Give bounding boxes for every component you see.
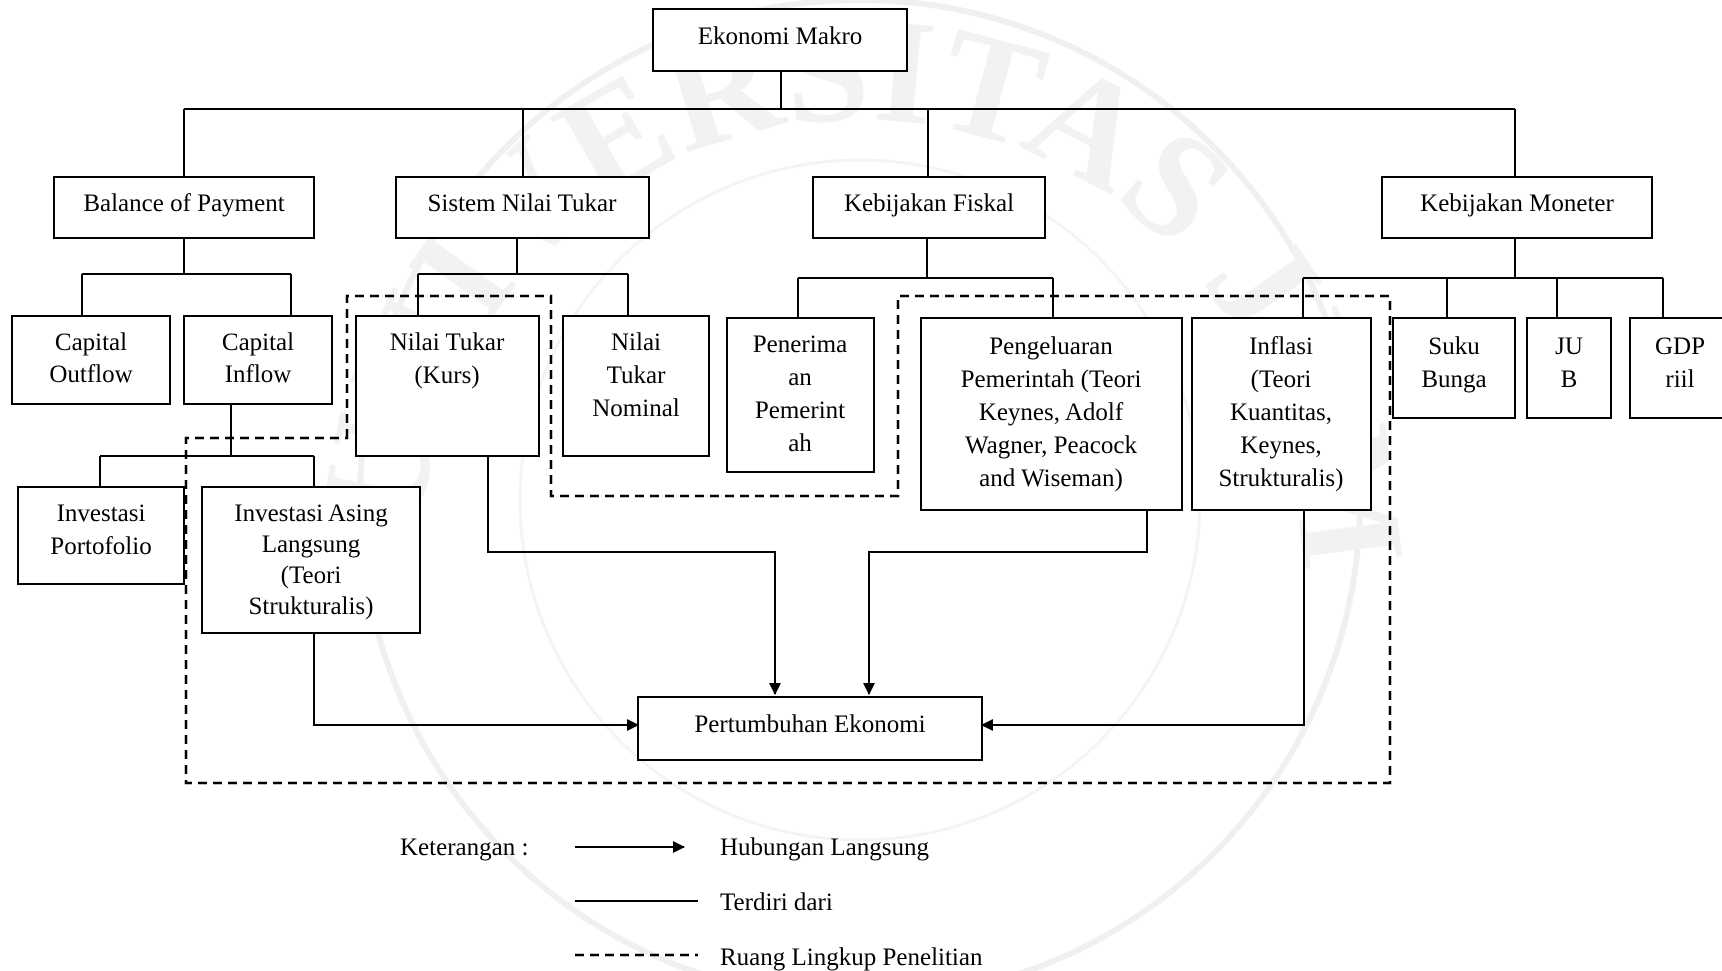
svg-text:Inflow: Inflow <box>225 361 292 388</box>
svg-text:(Teori: (Teori <box>1251 366 1312 393</box>
tree-connectors <box>81 72 1664 487</box>
svg-text:Investasi: Investasi <box>57 500 146 527</box>
svg-text:Nilai: Nilai <box>611 329 661 356</box>
node-nilai-tukar-kurs: Nilai Tukar (Kurs) <box>355 315 540 457</box>
direct-relationship-arrows <box>313 456 1305 731</box>
node-kebijakan-fiskal: Kebijakan Fiskal <box>812 176 1046 239</box>
node-gdp-riil: GDP riil <box>1629 317 1722 419</box>
svg-text:ah: ah <box>788 430 812 457</box>
legend-scope-label: Ruang Lingkup Penelitian <box>720 944 983 971</box>
node-suku-bunga: Suku Bunga <box>1392 317 1516 419</box>
legend-consists-label: Terdiri dari <box>720 889 833 916</box>
svg-text:Balance of Payment: Balance of Payment <box>83 190 284 217</box>
svg-text:Capital: Capital <box>222 329 294 356</box>
node-ekonomi-makro: Ekonomi Makro <box>652 8 908 72</box>
svg-text:Wagner, Peacock: Wagner, Peacock <box>965 432 1137 459</box>
svg-text:Outflow: Outflow <box>49 361 132 388</box>
node-pertumbuhan-ekonomi: Pertumbuhan Ekonomi <box>637 696 983 761</box>
node-capital-inflow: Capital Inflow <box>183 315 333 405</box>
svg-text:Portofolio: Portofolio <box>50 533 151 560</box>
svg-text:Keynes,: Keynes, <box>1240 432 1321 459</box>
svg-text:Suku: Suku <box>1428 333 1480 360</box>
svg-text:Kebijakan Moneter: Kebijakan Moneter <box>1420 190 1614 217</box>
legend-direct-label: Hubungan Langsung <box>720 834 929 861</box>
svg-text:Strukturalis): Strukturalis) <box>1219 465 1344 492</box>
node-balance-of-payment: Balance of Payment <box>53 176 315 239</box>
svg-text:an: an <box>788 364 812 391</box>
node-penerimaan-pemerintah: Penerima an Pemerint ah <box>726 317 875 473</box>
svg-text:Pemerintah (Teori: Pemerintah (Teori <box>961 366 1142 393</box>
svg-text:Kuantitas,: Kuantitas, <box>1230 399 1332 426</box>
svg-text:Langsung: Langsung <box>262 531 361 558</box>
node-pengeluaran-pemerintah: Pengeluaran Pemerintah (Teori Keynes, Ad… <box>920 317 1183 511</box>
svg-text:Nominal: Nominal <box>592 395 680 422</box>
svg-text:Pemerint: Pemerint <box>755 397 845 424</box>
svg-text:Nilai Tukar: Nilai Tukar <box>390 329 505 356</box>
svg-text:Investasi Asing: Investasi Asing <box>234 500 388 527</box>
svg-text:riil: riil <box>1665 366 1694 393</box>
svg-text:GDP: GDP <box>1655 333 1705 360</box>
svg-text:Capital: Capital <box>55 329 127 356</box>
svg-text:Keynes, Adolf: Keynes, Adolf <box>979 399 1124 426</box>
svg-text:(Kurs): (Kurs) <box>414 362 479 389</box>
node-jub: JU B <box>1526 317 1612 419</box>
research-scope-outline <box>184 294 1392 785</box>
node-investasi-portofolio: Investasi Portofolio <box>17 486 185 585</box>
svg-text:Tukar: Tukar <box>607 362 666 389</box>
svg-text:and Wiseman): and Wiseman) <box>979 465 1123 492</box>
svg-text:Pertumbuhan Ekonomi: Pertumbuhan Ekonomi <box>694 711 925 738</box>
node-nilai-tukar-nominal: Nilai Tukar Nominal <box>562 315 710 457</box>
legend: Keterangan : Hubungan Langsung Terdiri d… <box>400 834 983 971</box>
svg-text:Sistem Nilai Tukar: Sistem Nilai Tukar <box>428 190 618 217</box>
node-inflasi: Inflasi (Teori Kuantitas, Keynes, Strukt… <box>1191 317 1372 511</box>
svg-text:B: B <box>1561 366 1578 393</box>
node-sistem-nilai-tukar: Sistem Nilai Tukar <box>395 176 650 239</box>
node-capital-outflow: Capital Outflow <box>11 315 171 405</box>
svg-text:Bunga: Bunga <box>1421 366 1486 393</box>
svg-text:Kebijakan Fiskal: Kebijakan Fiskal <box>844 190 1014 217</box>
node-kebijakan-moneter: Kebijakan Moneter <box>1381 176 1653 239</box>
svg-text:Ekonomi Makro: Ekonomi Makro <box>698 23 863 50</box>
svg-text:Penerima: Penerima <box>753 331 847 358</box>
svg-text:Pengeluaran: Pengeluaran <box>989 333 1113 360</box>
svg-text:Strukturalis): Strukturalis) <box>249 593 374 620</box>
svg-text:JU: JU <box>1555 333 1583 360</box>
svg-text:Inflasi: Inflasi <box>1249 333 1313 360</box>
node-investasi-asing-langsung: Investasi Asing Langsung (Teori Struktur… <box>201 486 421 634</box>
svg-text:(Teori: (Teori <box>281 562 342 589</box>
legend-title: Keterangan : <box>400 834 528 861</box>
